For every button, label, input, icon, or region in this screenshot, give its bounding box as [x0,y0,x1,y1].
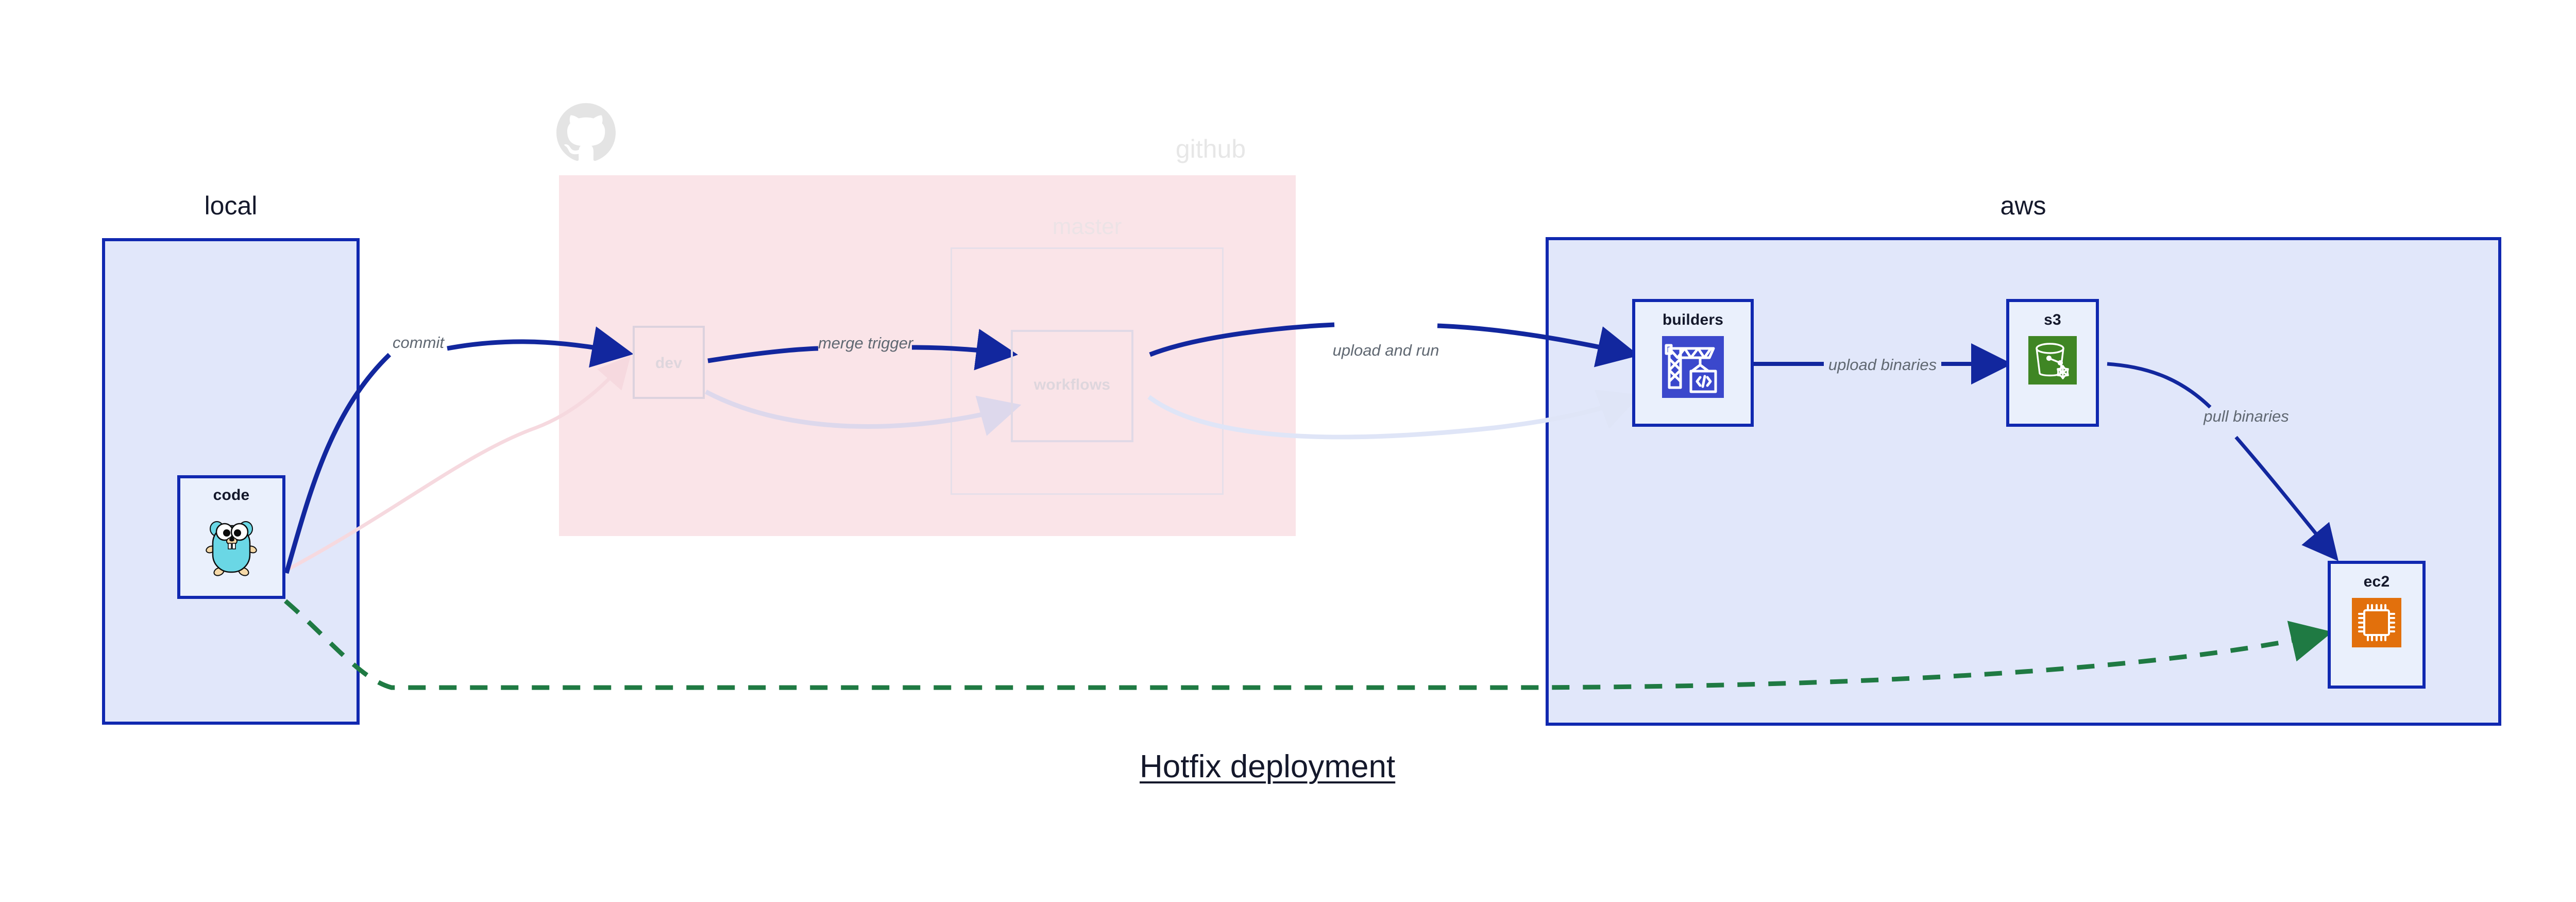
diagram-title: Hotfix deployment [1140,749,1396,784]
node-dev[interactable]: dev [633,326,705,399]
edge-commit [284,353,392,574]
node-builders[interactable]: builders [1632,299,1754,427]
node-s3-label: s3 [2044,311,2061,328]
node-ec2[interactable]: ec2 [2328,561,2426,689]
edge-label-commit: commit [393,333,444,352]
edge-hotfix-direct [284,599,2333,690]
node-dev-label: dev [655,355,683,372]
edge-pull-binaries-tail [2234,436,2338,561]
node-s3[interactable]: s3 [2006,299,2099,427]
zone-master-title: master [1052,214,1122,239]
edge-upload-and-run-tail [1437,323,1639,368]
node-workflows[interactable]: workflows [1011,330,1133,442]
aws-codebuild-icon [1662,336,1724,398]
zone-github-title: github [1175,135,1246,163]
zone-local-title: local [204,191,258,220]
zone-github [559,175,1296,536]
node-ec2-label: ec2 [2363,573,2390,590]
edge-merge-trigger [707,346,819,363]
edge-label-pull-binaries: pull binaries [2204,407,2289,425]
node-code-label: code [213,487,250,504]
edge-ghost-workflows-builders [1147,390,1641,440]
aws-s3-bucket-icon [2028,336,2077,385]
node-workflows-label: workflows [1033,376,1111,393]
edge-pull-binaries [2107,362,2212,409]
github-octocat-logo [556,103,616,162]
node-code[interactable]: code [177,475,285,599]
go-gopher-icon [204,511,259,577]
zone-aws-title: aws [2000,191,2046,220]
edge-label-merge-trigger: merge trigger [818,334,913,352]
edge-merge-trigger-tail [911,329,1018,371]
edge-ghost-code-dev [272,355,631,579]
aws-ec2-chip-icon [2352,598,2401,647]
edge-ghost-dev-workflows [704,390,1022,436]
node-builders-label: builders [1662,311,1724,328]
edge-commit-tail [447,326,634,368]
edge-upload-and-run [1149,322,1335,357]
edge-label-upload-binaries: upload binaries [1828,356,1937,374]
zone-master [951,247,1224,495]
edge-label-upload-and-run: upload and run [1332,341,1439,359]
